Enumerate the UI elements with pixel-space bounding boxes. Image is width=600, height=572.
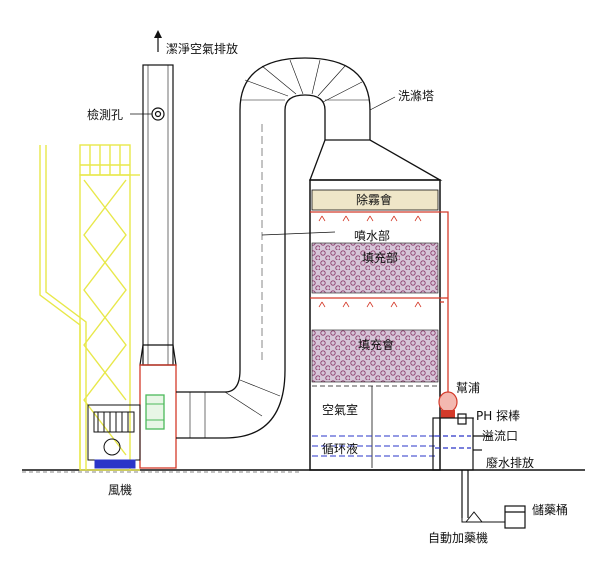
label-clean-air-exhaust: 潔淨空氣排放	[166, 41, 238, 56]
label-demister: 除霧會	[356, 192, 392, 207]
fan-motor	[87, 404, 141, 469]
label-spray-section: 噴水部	[354, 228, 390, 243]
label-overflow-outlet: 溢流口	[482, 429, 518, 443]
label-packing-lower: 填充會	[358, 337, 394, 352]
spray-leader-line	[261, 231, 336, 236]
label-air-chamber: 空氣室	[322, 402, 358, 417]
recirculation-pipe	[440, 211, 449, 393]
exhaust-arrow-icon	[154, 30, 162, 52]
sump-tank	[432, 413, 492, 518]
fan-housing	[139, 364, 177, 469]
demister-layer	[311, 189, 439, 211]
label-wastewater-discharge: 廢水排放	[486, 455, 534, 470]
label-pump: 幫浦	[456, 380, 480, 395]
packing-bed-lower	[311, 329, 439, 383]
scrubber-tower	[309, 139, 443, 471]
label-fan: 風機	[108, 482, 132, 497]
auto-dosing-pump	[464, 511, 484, 523]
water-level	[312, 435, 438, 457]
gooseneck-duct	[176, 57, 371, 439]
label-ph-probe: PH 探棒	[476, 409, 520, 423]
exhaust-hood	[39, 144, 140, 471]
label-circulating-liquid: 循环液	[322, 441, 358, 456]
label-inspection-port: 檢測孔	[87, 107, 123, 122]
exhaust-stack	[130, 64, 177, 366]
label-chemical-tank: 儲藥桶	[532, 502, 568, 517]
label-packing-upper: 填充部	[362, 250, 398, 265]
chemical-tank	[504, 505, 526, 529]
label-leaders	[369, 96, 474, 510]
label-scrubber-tower: 洗滌塔	[398, 88, 434, 103]
packing-bed-upper	[311, 242, 439, 294]
spray-nozzles-lower	[318, 301, 422, 308]
label-auto-dosing-machine: 自動加藥機	[428, 530, 488, 545]
spray-nozzles-upper	[318, 215, 422, 222]
circulation-pump	[438, 391, 458, 418]
